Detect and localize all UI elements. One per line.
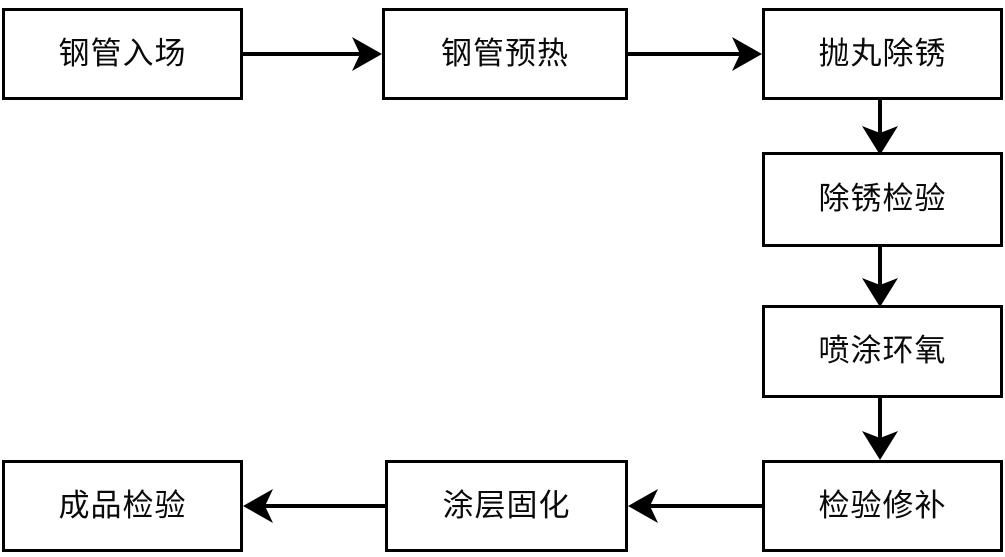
flow-node-label: 钢管入场 xyxy=(58,35,187,72)
flow-node-inspection-repair[interactable]: 检验修补 xyxy=(762,460,1003,552)
arrowhead-left-icon xyxy=(628,489,658,523)
flow-node-derusting-inspection[interactable]: 除锈检验 xyxy=(762,152,1003,247)
flow-node-coating-curing[interactable]: 涂层固化 xyxy=(385,460,628,552)
arrowhead-right-icon xyxy=(352,37,382,71)
flow-node-label: 抛丸除锈 xyxy=(818,35,947,72)
flow-node-label: 喷涂环氧 xyxy=(818,333,947,369)
flow-node-label: 除锈检验 xyxy=(818,181,947,217)
flow-node-label: 钢管预热 xyxy=(441,35,569,72)
arrowhead-down-icon xyxy=(862,431,898,460)
flow-node-epoxy-spraying[interactable]: 喷涂环氧 xyxy=(762,305,1003,398)
flow-node-label: 检验修补 xyxy=(818,487,947,524)
flow-node-shot-blasting-derusting[interactable]: 抛丸除锈 xyxy=(762,8,1003,100)
flow-node-finished-product-inspection[interactable]: 成品检验 xyxy=(2,460,243,552)
arrowhead-down-icon xyxy=(862,126,898,155)
flow-node-label: 成品检验 xyxy=(58,487,187,524)
arrowhead-left-icon xyxy=(243,489,273,523)
arrowhead-down-icon xyxy=(862,278,898,307)
flow-node-label: 涂层固化 xyxy=(442,487,571,524)
flow-node-steel-pipe-preheat[interactable]: 钢管预热 xyxy=(382,8,628,100)
arrowhead-right-icon xyxy=(732,37,762,71)
flow-node-steel-pipe-entry[interactable]: 钢管入场 xyxy=(2,8,243,100)
